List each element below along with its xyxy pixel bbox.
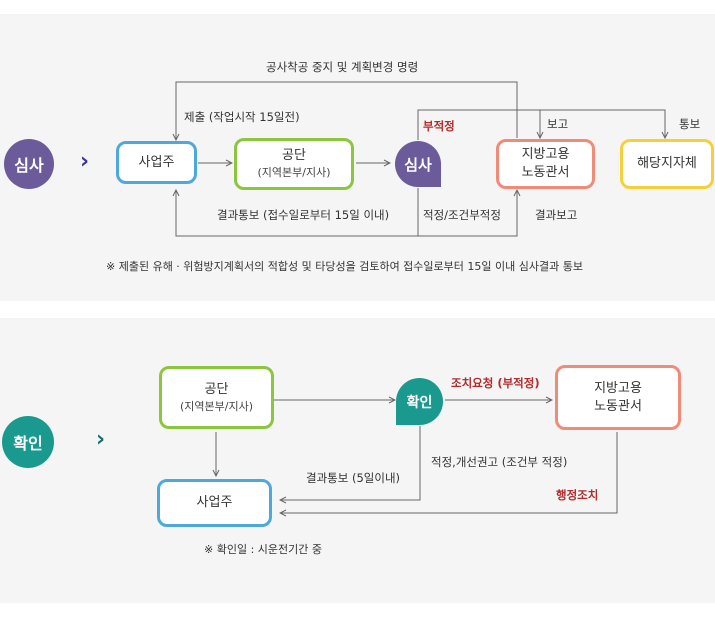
notify-label: 통보 — [679, 117, 701, 131]
labor-office-2-line-2: 노동관서 — [594, 398, 642, 414]
chevron-right-icon: › — [80, 149, 90, 174]
admin-action-line — [280, 432, 618, 513]
confirm-badge-label: 확인 — [13, 434, 43, 453]
admin-action-label: 행정조치 — [556, 488, 599, 502]
local-gov-label: 해당지자체 — [637, 156, 697, 171]
result-notify-line-2 — [280, 426, 421, 500]
labor-office-line-2: 노동관서 — [521, 165, 570, 180]
review-badge: 심사 — [4, 139, 54, 189]
employer-node: 사업주 — [116, 141, 197, 184]
top-order-label: 공사착공 중지 및 계획변경 명령 — [266, 60, 419, 74]
review-node: 심사 — [395, 141, 441, 187]
submit-label: 제출 (작업시작 15일전) — [184, 110, 300, 124]
labor-office-2-line-1: 지방고용 — [594, 380, 642, 396]
unfit-label: 부적정 — [423, 119, 455, 133]
result-notify-label-2: 결과통보 (5일이내) — [306, 471, 401, 485]
employer-label: 사업주 — [138, 154, 175, 170]
unfit-line — [417, 109, 665, 140]
employer-node-2: 사업주 — [157, 479, 272, 527]
agency-node-2: 공단 (지역본부/지사) — [159, 366, 274, 429]
review-node-label: 심사 — [404, 155, 432, 174]
agency-title-2: 공단 — [204, 381, 229, 397]
confirm-badge: 확인 — [2, 416, 54, 468]
chevron-right-icon: › — [96, 427, 106, 452]
review-badge-label: 심사 — [14, 156, 44, 175]
result-report-label: 결과보고 — [535, 208, 578, 222]
employer-label-2: 사업주 — [196, 495, 233, 510]
agency-node: 공단 (지역본부/지사) — [234, 138, 354, 190]
review-note: ※ 제출된 유해 · 위험방지계획서의 적합성 및 타당성을 검토하여 접수일로… — [106, 260, 583, 273]
confirm-node: 확인 — [396, 378, 443, 425]
agency-subtitle-2: (지역본부/지사) — [179, 399, 253, 413]
fit-label: 적정/조건부적정 — [423, 208, 501, 222]
labor-office-line-1: 지방고용 — [521, 147, 570, 162]
confirm-note: ※ 확인일 : 시운전기간 중 — [204, 543, 322, 556]
labor-office-node-2: 지방고용 노동관서 — [555, 365, 681, 430]
fit-line — [418, 190, 517, 237]
result-notify-line — [176, 188, 419, 237]
correction-label: 조치요청 (부적정) — [451, 376, 540, 390]
confirm-node-label: 확인 — [406, 394, 433, 411]
agency-subtitle: (지역본부/지사) — [257, 166, 331, 179]
result-notify-label: 결과통보 (접수일로부터 15일 이내) — [217, 208, 390, 222]
fit-label-2: 적정,개선권고 (조건부 적정) — [431, 455, 568, 469]
labor-office-node: 지방고용 노동관서 — [496, 139, 595, 189]
report-label: 보고 — [547, 117, 569, 131]
agency-title: 공단 — [282, 148, 306, 163]
local-gov-node: 해당지자체 — [620, 139, 714, 189]
